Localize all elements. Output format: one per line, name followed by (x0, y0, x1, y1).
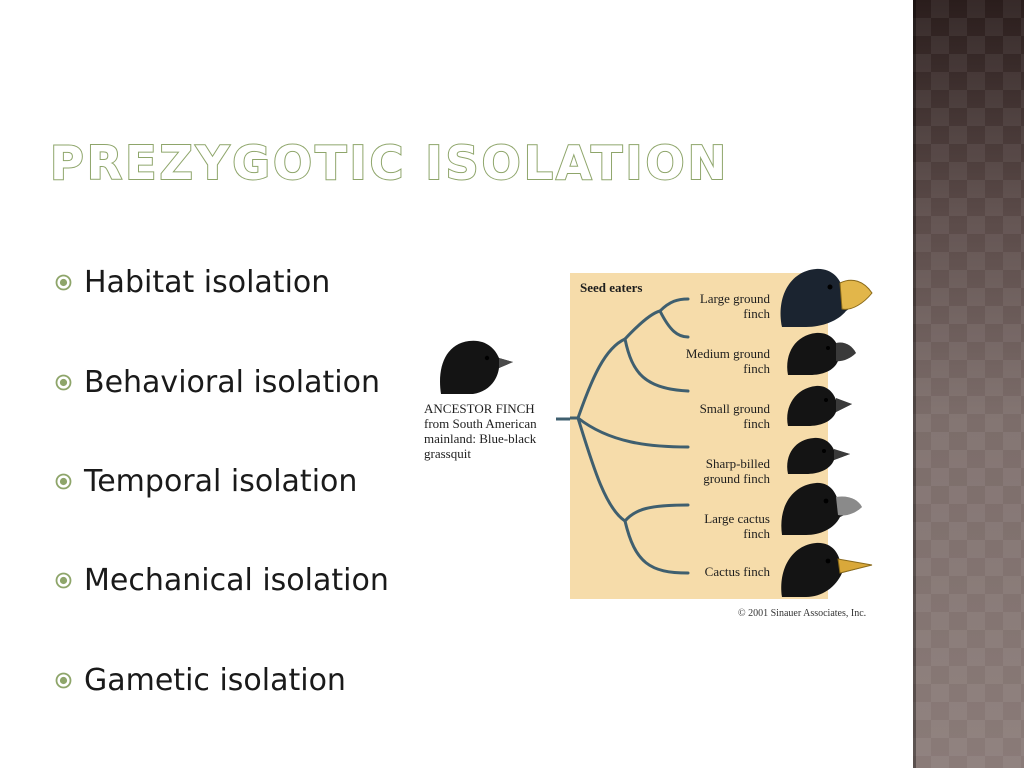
medium-ground-finch-head-icon (787, 332, 856, 375)
ancestor-label-line: ANCESTOR FINCH (424, 401, 535, 416)
bullet-item: Behavioral isolation (55, 332, 415, 431)
bullet-item: Habitat isolation (55, 233, 415, 332)
sharp-billed-ground-finch-head-icon (787, 437, 850, 474)
bullet-item: Gametic isolation (55, 631, 415, 730)
species-name-line: Sharp-billed (705, 456, 770, 471)
species-name-line: Large ground (699, 291, 770, 306)
cactus-finch-head-icon (781, 542, 873, 597)
target-bullet-icon (55, 473, 72, 490)
species-label-cactus-finch: Cactus finch (650, 564, 770, 579)
seed-eaters-heading: Seed eaters (580, 280, 643, 295)
small-ground-finch-head-icon (787, 385, 852, 426)
ancestor-label-line: from South American (424, 416, 537, 431)
bullet-label: Mechanical isolation (84, 563, 389, 599)
copyright-notice: © 2001 Sinauer Associates, Inc. (738, 608, 867, 619)
species-label-small-ground-finch: Small ground finch (650, 401, 770, 431)
species-name-line: finch (743, 416, 770, 431)
species-name-line: Large cactus (704, 511, 770, 526)
target-bullet-icon (55, 572, 72, 589)
species-label-sharp-billed-ground-finch: Sharp-billed ground finch (650, 456, 770, 486)
species-label-large-ground-finch: Large ground finch (650, 291, 770, 321)
species-name-line: Small ground (699, 401, 770, 416)
large-cactus-finch-head-icon (781, 482, 862, 535)
species-label-large-cactus-finch: Large cactus finch (650, 511, 770, 541)
phylogeny-branches (570, 297, 690, 575)
bullet-label: Habitat isolation (84, 265, 331, 301)
large-ground-finch-head-icon (780, 268, 873, 327)
bullet-label: Temporal isolation (84, 463, 358, 499)
ancestor-finch-head-icon (440, 340, 513, 394)
species-name-line: finch (743, 526, 770, 541)
bullet-label: Gametic isolation (84, 662, 346, 698)
species-name-line: Medium ground (685, 346, 770, 361)
target-bullet-icon (55, 274, 72, 291)
species-name-line: ground finch (703, 471, 770, 486)
decorative-sidebar (913, 0, 1024, 768)
species-name-line: Cactus finch (704, 564, 770, 579)
species-name-line: finch (743, 361, 770, 376)
slide-title: PREZYGOTIC ISOLATION (49, 136, 730, 190)
target-bullet-icon (55, 672, 72, 689)
species-name-line: finch (743, 306, 770, 321)
bullet-label: Behavioral isolation (84, 364, 380, 400)
bullet-list: Habitat isolation Behavioral isolation T… (55, 233, 415, 698)
ancestor-finch-label: ANCESTOR FINCH from South American mainl… (424, 401, 574, 461)
ancestor-label-line: grassquit (424, 446, 471, 461)
bullet-item: Mechanical isolation (55, 531, 415, 630)
ancestor-label-line: mainland: Blue-black (424, 431, 537, 446)
bullet-item: Temporal isolation (55, 432, 415, 531)
finch-phylogeny-diagram: Seed eaters Large ground finch Medium gr… (570, 268, 880, 599)
target-bullet-icon (55, 374, 72, 390)
species-label-medium-ground-finch: Medium ground finch (650, 346, 770, 376)
